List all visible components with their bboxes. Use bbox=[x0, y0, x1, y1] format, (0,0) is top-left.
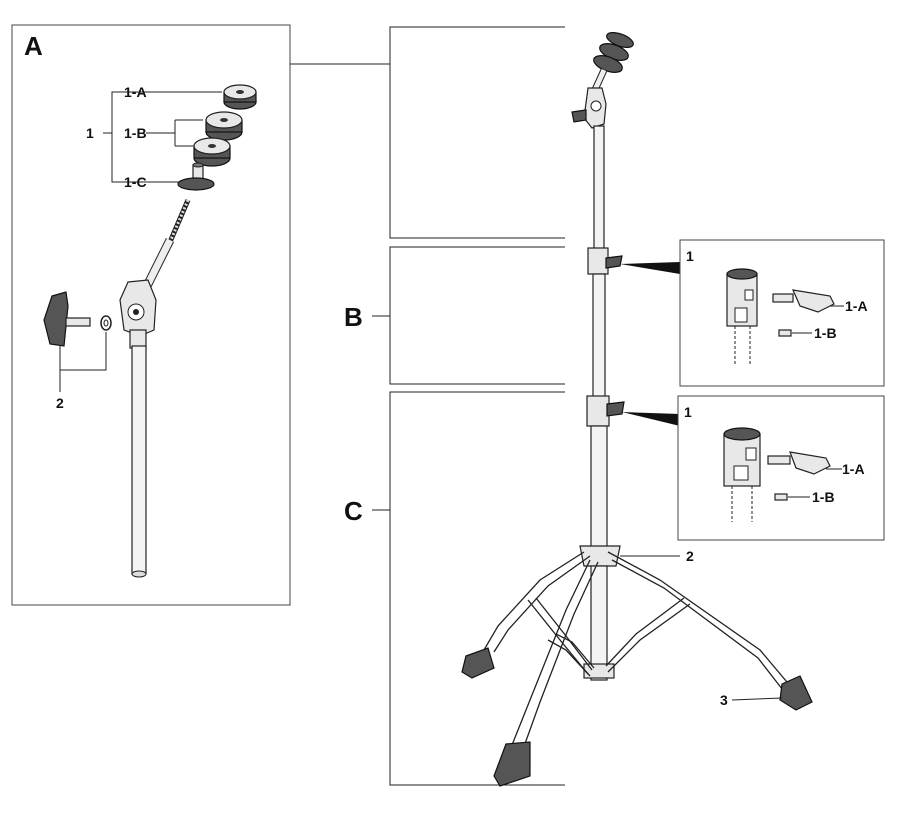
pointer-lower-inset bbox=[622, 412, 680, 426]
section-label-a: A bbox=[24, 31, 43, 61]
inset-lower-clamp bbox=[723, 427, 761, 522]
section-label-c: C bbox=[344, 496, 363, 526]
inset-lower: 1 1-A 1-B bbox=[677, 395, 885, 541]
tube-through-tripod bbox=[590, 565, 608, 681]
group-1-bracket bbox=[103, 91, 203, 183]
height-clamp-lower bbox=[586, 395, 610, 427]
wing-bolt-part bbox=[43, 291, 112, 347]
tripod-legs bbox=[483, 551, 793, 753]
section-label-b: B bbox=[344, 302, 363, 332]
bracket-top bbox=[389, 26, 565, 239]
foot-left bbox=[461, 647, 495, 679]
stand-middle-tube bbox=[592, 273, 606, 399]
inset-upper-clamp bbox=[726, 268, 758, 366]
inset-upper-wing-screw bbox=[772, 289, 835, 313]
panel-a: A 1 1-A 1-B 1-C bbox=[11, 24, 291, 606]
inset-upper: 1 1-A 1-B bbox=[679, 239, 885, 387]
tripod-hub bbox=[579, 545, 621, 567]
stand-drawing bbox=[461, 32, 813, 787]
inset-upper-title: 1 bbox=[686, 248, 694, 264]
label-1a: 1-A bbox=[124, 84, 147, 100]
leader-lines bbox=[155, 91, 222, 183]
bracket-b bbox=[389, 246, 565, 385]
inset-lower-label-1a: 1-A bbox=[842, 461, 865, 477]
inset-upper-set-screw bbox=[778, 329, 792, 337]
label-2-tripod: 2 bbox=[686, 548, 694, 564]
stand-bottom-tube bbox=[590, 425, 608, 551]
foot-right bbox=[779, 675, 813, 711]
label-1b: 1-B bbox=[124, 125, 147, 141]
inset-lower-set-screw bbox=[774, 493, 788, 501]
stand-top-tube bbox=[593, 125, 605, 255]
height-clamp-upper bbox=[587, 247, 609, 275]
felt-top-part bbox=[223, 84, 257, 110]
foot-front bbox=[493, 741, 531, 787]
tilter-assembly bbox=[119, 199, 191, 349]
label-group-1: 1 bbox=[86, 125, 94, 141]
inset-lower-frame bbox=[677, 395, 885, 541]
leader-foot bbox=[731, 697, 783, 701]
inset-upper-frame bbox=[679, 239, 885, 387]
bracket-c bbox=[389, 391, 565, 786]
label-2-panel-a: 2 bbox=[56, 395, 64, 411]
sleeve-part bbox=[177, 162, 215, 191]
bolt-bracket bbox=[59, 332, 107, 392]
label-3-foot: 3 bbox=[720, 692, 728, 708]
stand-tilter bbox=[571, 32, 634, 129]
inset-upper-label-1a: 1-A bbox=[845, 298, 868, 314]
felt-middle-part bbox=[193, 111, 243, 167]
clamp-wing-upper bbox=[605, 255, 623, 269]
clamp-wing-lower bbox=[606, 401, 625, 417]
pointer-upper-inset bbox=[620, 262, 680, 274]
inset-lower-wing-screw bbox=[767, 451, 831, 475]
inset-lower-label-1b: 1-B bbox=[812, 489, 835, 505]
bracket-hub bbox=[583, 663, 615, 679]
inset-upper-label-1b: 1-B bbox=[814, 325, 837, 341]
upper-tube bbox=[131, 345, 147, 575]
tube-end bbox=[131, 570, 147, 578]
inset-lower-title: 1 bbox=[684, 404, 692, 420]
label-1c: 1-C bbox=[124, 174, 147, 190]
